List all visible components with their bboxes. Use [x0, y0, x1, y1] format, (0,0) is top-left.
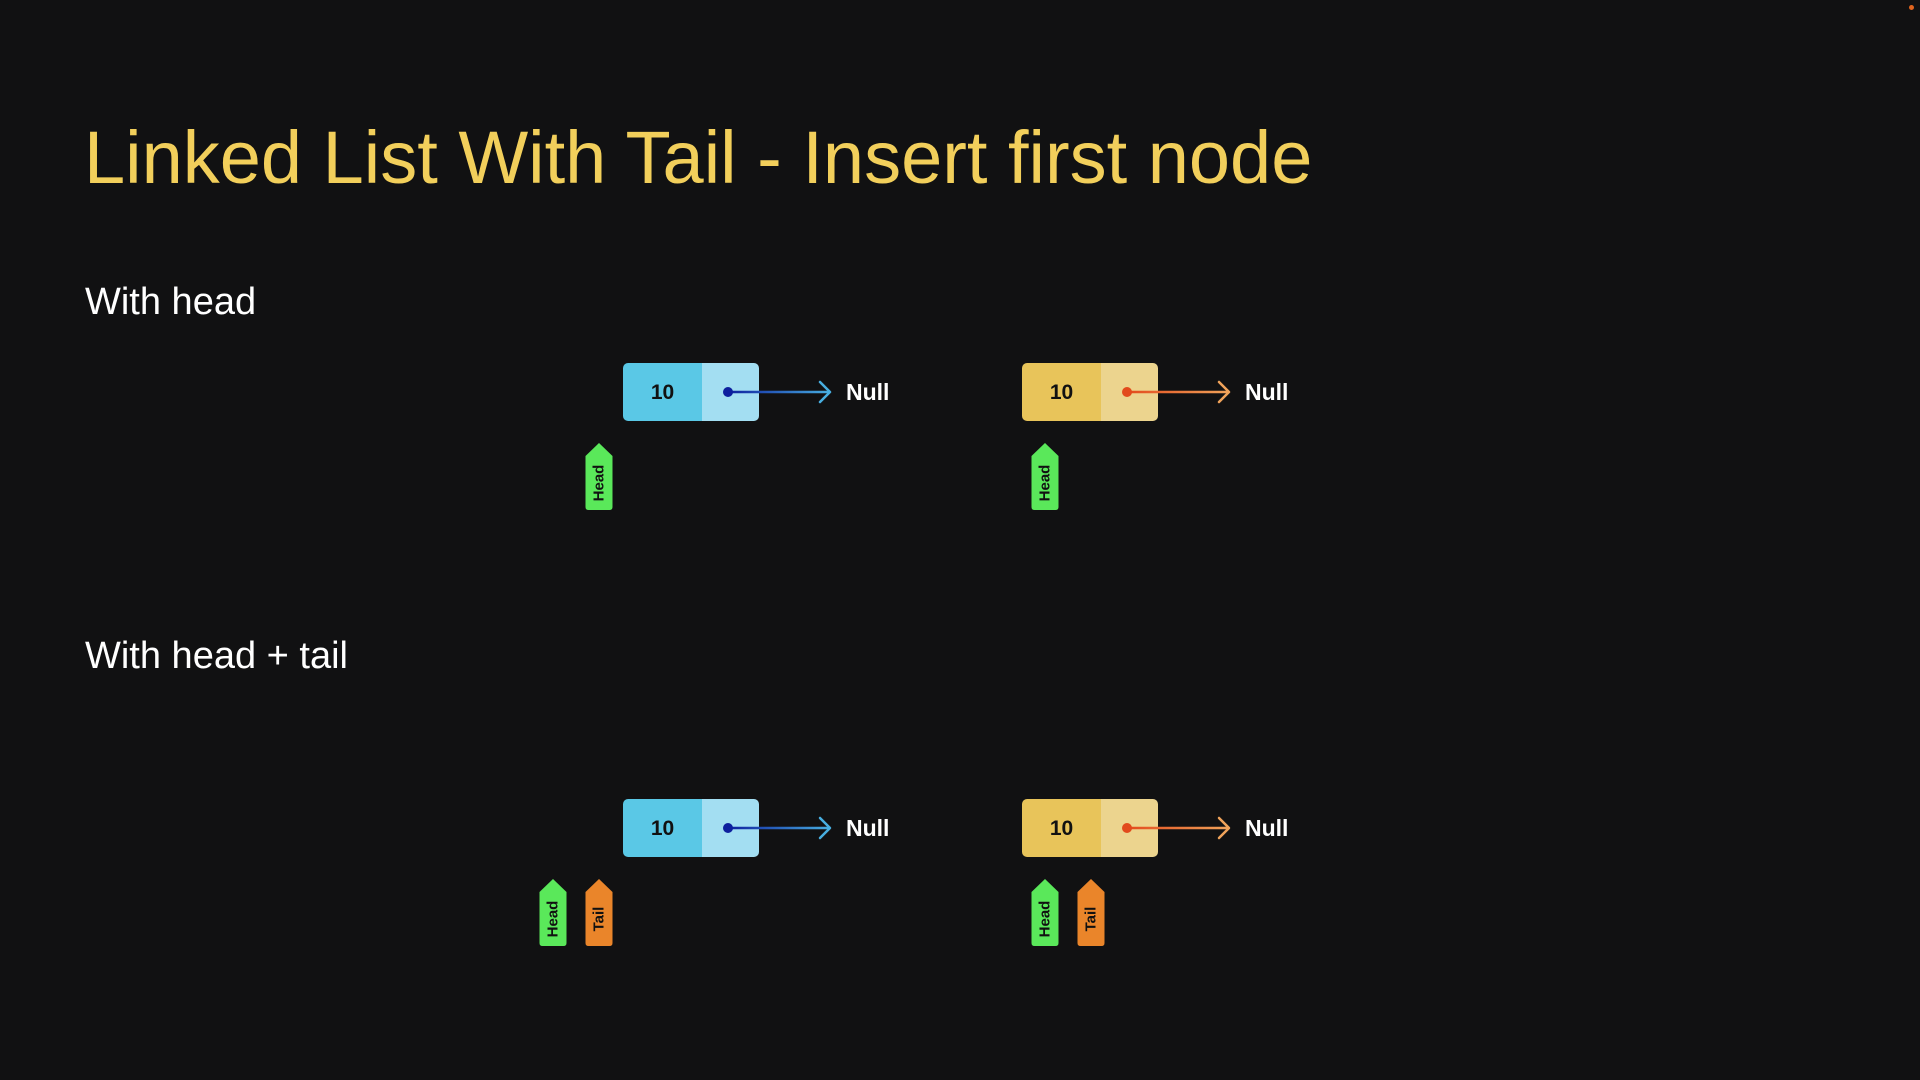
pointer-origin-dot — [1122, 387, 1132, 397]
head-tag-label: Head — [1037, 465, 1054, 502]
section-label-head: With head — [85, 281, 257, 323]
tail-pointer-tag: Tail — [1077, 879, 1105, 946]
list-node: 10 Null — [623, 363, 889, 421]
head-pointer-tag: Head — [1031, 443, 1059, 510]
tag-shape — [1031, 879, 1059, 946]
tail-tag-label: Tail — [1083, 907, 1100, 932]
pointer-origin-dot — [1122, 823, 1132, 833]
corner-dot — [1909, 5, 1914, 10]
node-data-cell — [1022, 799, 1101, 857]
null-label: Null — [1245, 815, 1288, 841]
node-value: 10 — [651, 381, 674, 404]
node-data-cell — [623, 363, 702, 421]
head-pointer-tag: Head — [539, 879, 567, 946]
node-value: 10 — [651, 817, 674, 840]
node-data-cell — [623, 799, 702, 857]
section-label-head-tail: With head + tail — [85, 635, 348, 677]
arrow-head-icon — [1217, 380, 1231, 404]
null-label: Null — [846, 815, 889, 841]
pointer-origin-dot — [723, 823, 733, 833]
tail-tag-label: Tail — [591, 907, 608, 932]
node-value: 10 — [1050, 817, 1073, 840]
tag-shape — [539, 879, 567, 946]
head-tag-label: Head — [545, 901, 562, 938]
arrow-head-icon — [818, 816, 832, 840]
null-label: Null — [1245, 379, 1288, 405]
tag-shape — [585, 443, 613, 510]
pointer-origin-dot — [723, 387, 733, 397]
list-node: 10 Null — [623, 799, 889, 857]
head-pointer-tag: Head — [585, 443, 613, 510]
tag-shape — [1077, 879, 1105, 946]
head-tag-label: Head — [1037, 901, 1054, 938]
list-node: 10 Null — [1022, 799, 1288, 857]
tag-shape — [585, 879, 613, 946]
arrow-head-icon — [818, 380, 832, 404]
node-data-cell — [1022, 363, 1101, 421]
head-pointer-tag: Head — [1031, 879, 1059, 946]
tail-pointer-tag: Tail — [585, 879, 613, 946]
head-tag-label: Head — [591, 465, 608, 502]
slide-title: Linked List With Tail - Insert first nod… — [84, 116, 1313, 199]
tag-shape — [1031, 443, 1059, 510]
null-label: Null — [846, 379, 889, 405]
list-node: 10 Null — [1022, 363, 1288, 421]
node-value: 10 — [1050, 381, 1073, 404]
arrow-head-icon — [1217, 816, 1231, 840]
